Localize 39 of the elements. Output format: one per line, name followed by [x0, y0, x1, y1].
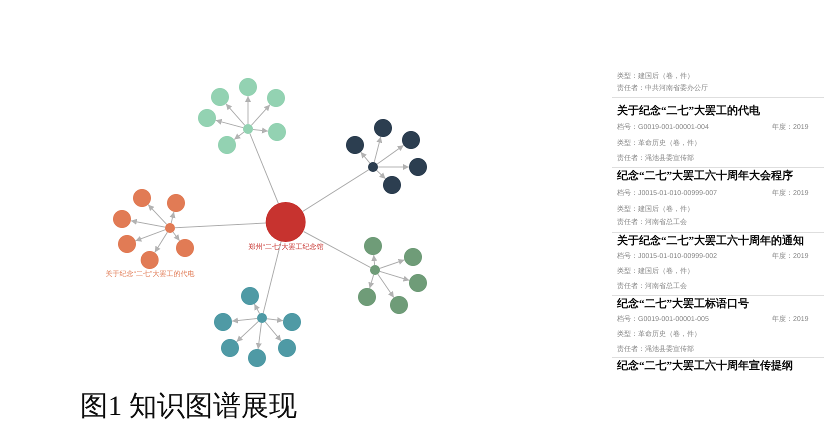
arrow	[134, 229, 166, 242]
arrow	[148, 204, 168, 225]
arrow	[377, 274, 394, 298]
record-title: 纪念“二七”大罢工六十周年大会程序	[617, 170, 793, 182]
arrow	[256, 322, 262, 350]
arrow	[379, 270, 410, 282]
record-title: 纪念“二七”大罢工六十周年宣传提纲	[617, 360, 793, 372]
arrow	[215, 118, 244, 128]
arrow	[371, 254, 378, 266]
arrow	[172, 232, 180, 242]
arrow	[360, 152, 370, 164]
arrow	[232, 318, 258, 324]
arrow	[130, 218, 166, 228]
arrow	[236, 320, 259, 342]
connector-line	[249, 133, 279, 204]
record-title: 关于纪念“二七”大罢工的代电	[617, 104, 760, 118]
arrow	[245, 96, 251, 124]
arrow	[170, 211, 176, 224]
record-title: 关于纪念“二七”大罢工六十周年的通知	[617, 234, 804, 248]
arrow	[154, 232, 168, 253]
arrow	[378, 164, 410, 170]
arrow	[264, 321, 282, 342]
arrow	[250, 104, 270, 126]
arrow	[376, 170, 386, 180]
arrow	[266, 317, 284, 323]
arrow	[225, 103, 246, 126]
arrow	[254, 303, 260, 314]
arrow	[252, 127, 268, 134]
arrow	[376, 144, 404, 165]
connector-line	[262, 240, 282, 314]
arrow	[379, 259, 405, 269]
arrow	[374, 136, 382, 163]
connector-line	[302, 169, 370, 212]
connector-line	[174, 222, 266, 228]
arrow	[234, 132, 244, 140]
figure-caption: 图1 知识图谱展现	[80, 390, 297, 424]
arrow	[368, 274, 374, 289]
connector-line	[303, 231, 372, 268]
record-title: 纪念“二七”大罢工标语口号	[617, 298, 749, 310]
